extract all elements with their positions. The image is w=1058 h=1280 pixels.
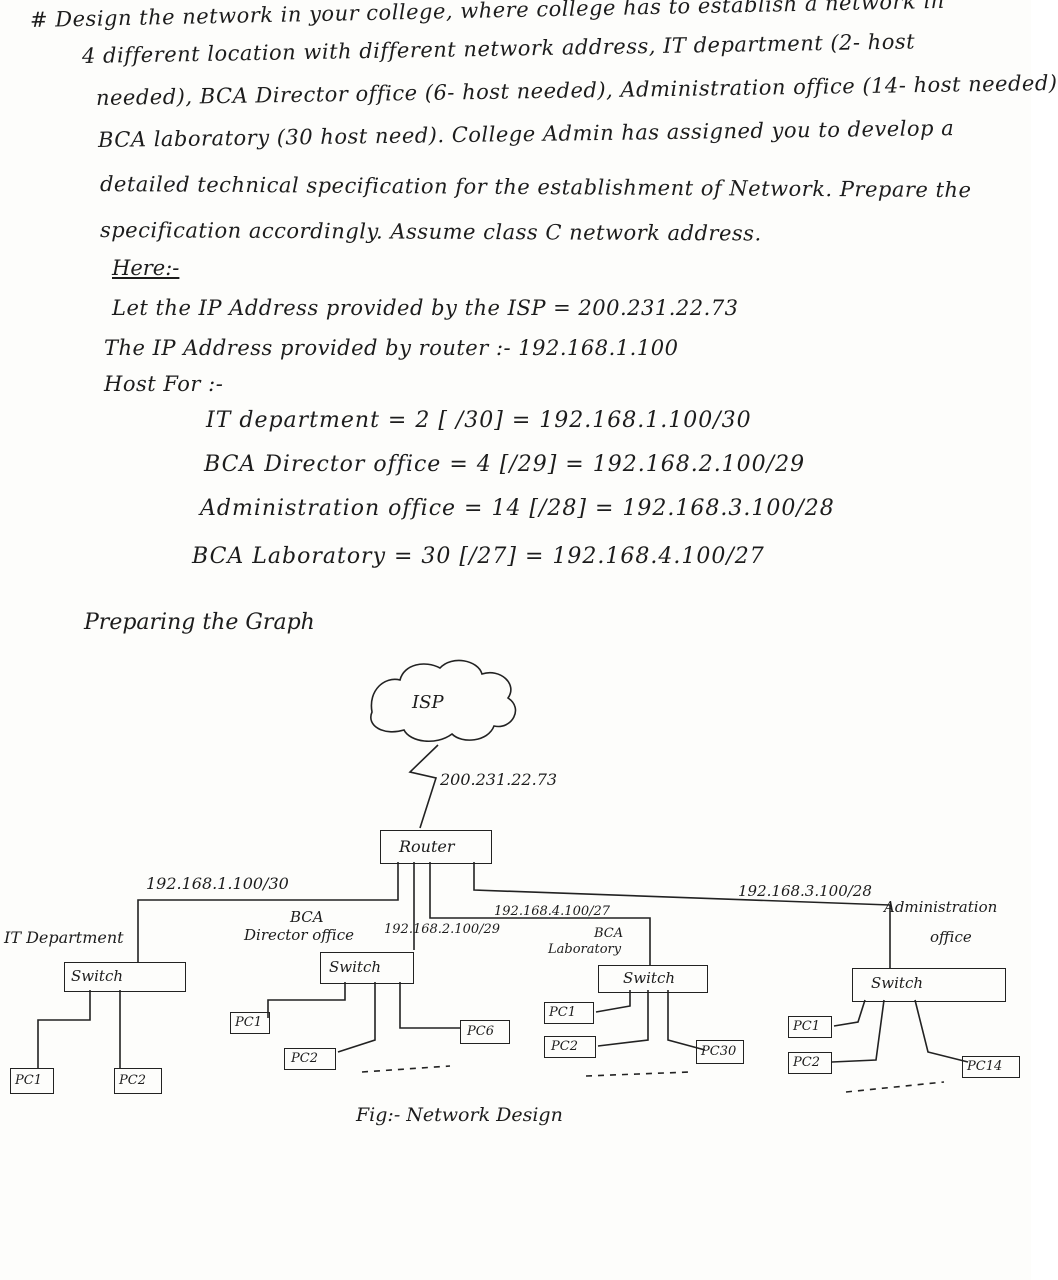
lab-pc30-label: PC30 [701, 1044, 737, 1059]
admin-switch-label: Switch [871, 974, 924, 992]
host-row-director: BCA Director office = 4 [/29] = 192.168.… [204, 452, 806, 477]
lab-pc2-link [597, 990, 649, 1047]
admin-pc2-label: PC2 [793, 1055, 820, 1070]
director-pc6-label: PC6 [467, 1024, 494, 1039]
lab-switch-label: Switch [623, 969, 676, 987]
admin-pc1-label: PC1 [793, 1019, 820, 1034]
lab-name-line2: Laboratory [548, 942, 622, 957]
admin-pc14-label: PC14 [967, 1059, 1003, 1074]
question-line-1: # Design the network in your college, wh… [29, 0, 945, 32]
director-name-line1: BCA [290, 908, 324, 926]
lab-switch-box: Switch [598, 965, 708, 993]
director-pc2-box: PC2 [284, 1048, 336, 1070]
isp-ip-line: Let the IP Address provided by the ISP =… [112, 296, 739, 320]
it-pc1-link [37, 990, 91, 1068]
director-pc1-box: PC1 [230, 1012, 270, 1034]
question-line-4: BCA laboratory (30 host need). College A… [97, 116, 955, 152]
lab-name-line1: BCA [594, 926, 624, 941]
director-pc6-box: PC6 [460, 1020, 510, 1044]
question-line-3: needed), BCA Director office (6- host ne… [95, 70, 1058, 110]
lab-pc30-box: PC30 [696, 1040, 744, 1064]
lab-pc1-link [595, 990, 631, 1013]
here-label: Here:- [112, 256, 180, 280]
question-line-2: 4 different location with different netw… [81, 29, 916, 68]
host-row-lab: BCA Laboratory = 30 [/27] = 192.168.4.10… [192, 544, 765, 569]
lab-pc1-label: PC1 [549, 1005, 576, 1020]
it-pc1-box: PC1 [10, 1068, 54, 1094]
director-switch-label: Switch [329, 958, 382, 976]
router-label: Router [399, 837, 455, 856]
director-switch-box: Switch [320, 952, 414, 984]
it-pc2-box: PC2 [114, 1068, 162, 1094]
isp-label: ISP [412, 692, 444, 713]
it-pc2-label: PC2 [119, 1073, 146, 1088]
router-ip-line: The IP Address provided by router :- 192… [104, 336, 679, 360]
admin-pc1-box: PC1 [788, 1016, 832, 1038]
it-department-label: IT Department [4, 928, 124, 947]
admin-pc14-link [914, 999, 969, 1063]
isp-ip-label: 200.231.22.73 [440, 770, 558, 789]
admin-name-line1: Administration [884, 898, 998, 916]
it-switch-label: Switch [71, 967, 124, 985]
it-switch-box: Switch [64, 962, 186, 992]
admin-pc14-box: PC14 [962, 1056, 1020, 1078]
director-name-line2: Director office [244, 926, 355, 944]
admin-more-pcs [845, 1081, 945, 1093]
host-for-label: Host For :- [104, 372, 224, 396]
lab-pc2-box: PC2 [544, 1036, 596, 1058]
admin-pc1-link [833, 999, 866, 1027]
figure-caption: Fig:- Network Design [356, 1104, 563, 1126]
director-pc1-label: PC1 [235, 1015, 262, 1030]
question-line-6: specification accordingly. Assume class … [99, 218, 762, 246]
it-pc1-label: PC1 [15, 1073, 42, 1088]
host-row-admin: Administration office = 14 [/28] = 192.1… [200, 496, 835, 521]
dir-more-pcs [361, 1065, 451, 1073]
it-ip-label: 192.168.1.100/30 [146, 874, 289, 893]
isp-router-link [408, 744, 439, 829]
lab-ip-label: 192.168.4.100/27 [494, 904, 611, 919]
router-box: Router [380, 830, 492, 864]
director-pc2-label: PC2 [291, 1051, 318, 1066]
lab-more-pcs [585, 1071, 691, 1077]
admin-name-line2: office [930, 928, 972, 946]
dir-pc6-link [399, 982, 460, 1029]
notebook-page: # Design the network in your college, wh… [4, 0, 1058, 1126]
dir-pc1-link [267, 982, 346, 1018]
admin-pc2-link [831, 999, 885, 1063]
admin-switch-box: Switch [852, 968, 1006, 1002]
lab-pc1-box: PC1 [544, 1002, 594, 1024]
director-ip-label: 192.168.2.100/29 [384, 922, 501, 937]
question-line-5: detailed technical specification for the… [99, 172, 972, 203]
host-row-it: IT department = 2 [ /30] = 192.168.1.100… [206, 408, 752, 433]
admin-ip-label: 192.168.3.100/28 [738, 882, 872, 900]
lab-pc2-label: PC2 [551, 1039, 578, 1054]
graph-heading: Preparing the Graph [84, 610, 315, 635]
dir-pc2-link [337, 982, 376, 1053]
admin-pc2-box: PC2 [788, 1052, 832, 1074]
